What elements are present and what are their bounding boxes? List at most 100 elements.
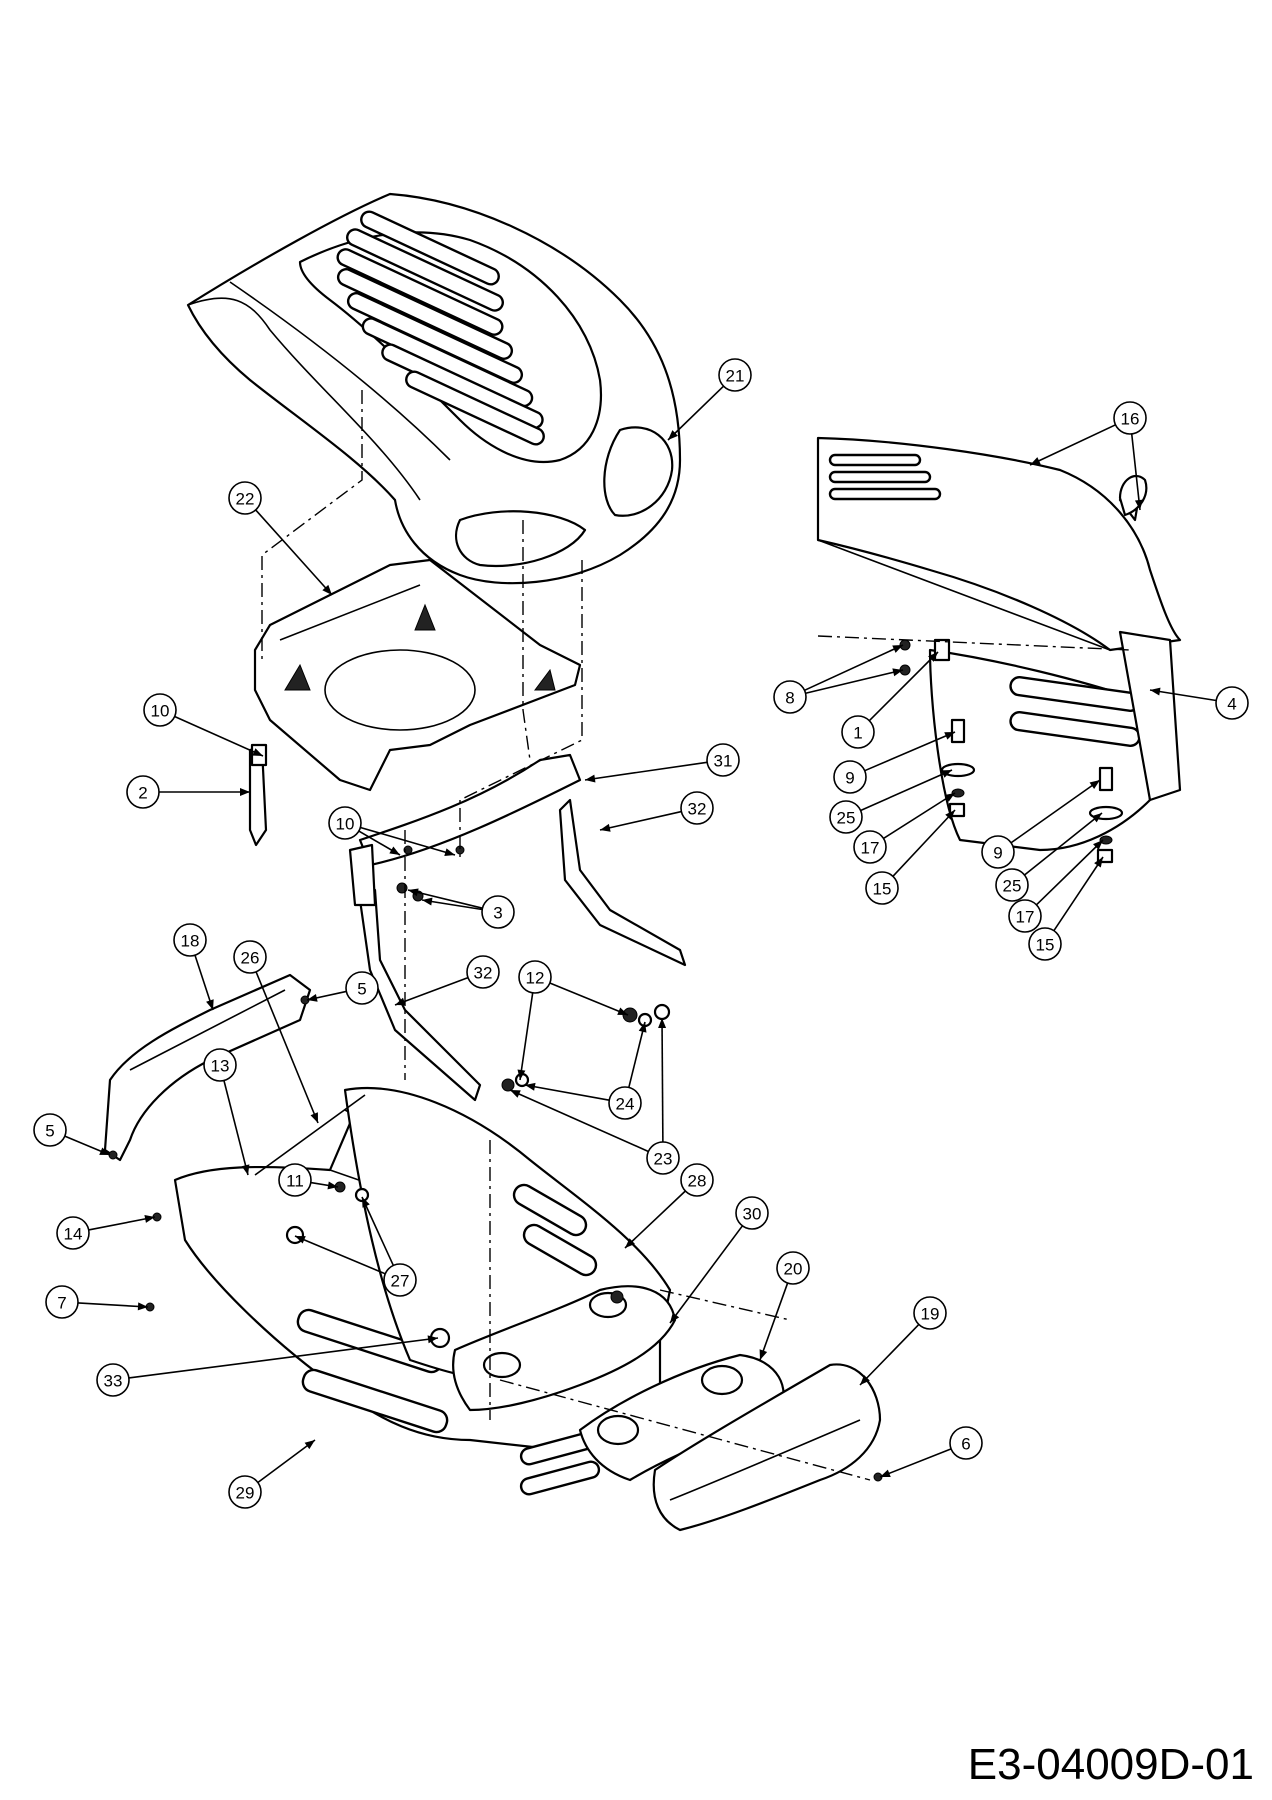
- callout-circle: [981, 835, 1015, 869]
- callout-c12: 12: [517, 960, 629, 1081]
- callout-label: 29: [236, 1484, 255, 1503]
- callout-arrowhead: [510, 1090, 521, 1098]
- callout-label: 9: [845, 769, 854, 788]
- shroud-part-22: [253, 558, 582, 792]
- callout-circle: [995, 868, 1029, 902]
- callout-circle: [56, 1216, 90, 1250]
- callout-circle: [45, 1285, 79, 1319]
- callout-circle: [518, 960, 552, 994]
- hood-part-21: [186, 192, 682, 585]
- callout-label: 7: [57, 1294, 66, 1313]
- callout-circle: [608, 1086, 642, 1120]
- callout-leader-line: [360, 826, 456, 856]
- callout-arrowhead: [670, 1312, 680, 1323]
- callout-c9a: 9: [833, 731, 956, 794]
- trim-part-20: [578, 1353, 785, 1482]
- callout-leader-line: [860, 769, 953, 812]
- callout-label: 20: [784, 1260, 803, 1279]
- callout-circle: [278, 1163, 312, 1197]
- callout-c25a: 25: [829, 769, 953, 834]
- callout-circle: [143, 693, 177, 727]
- callout-c20: 20: [759, 1251, 810, 1361]
- callout-arrowhead: [295, 1236, 306, 1244]
- callout-arrowhead: [1091, 813, 1102, 823]
- callout-arrowhead: [408, 888, 419, 897]
- callout-arrowhead: [617, 1007, 628, 1015]
- callout-circle: [706, 743, 740, 777]
- callout-c7: 7: [45, 1285, 149, 1319]
- callout-leader-line: [255, 971, 319, 1124]
- callout-c8: 8: [773, 644, 904, 714]
- callout-c5a: 5: [306, 971, 379, 1005]
- callout-leader-line: [88, 1216, 156, 1231]
- callout-arrowhead: [206, 999, 214, 1010]
- callout-c6: 6: [879, 1426, 983, 1478]
- callout-c17a: 17: [853, 792, 956, 864]
- callout-c24: 24: [524, 1021, 647, 1120]
- callout-circle: [913, 1296, 947, 1330]
- callout-arrowhead: [892, 645, 903, 653]
- callout-leader-line: [361, 1196, 395, 1266]
- bracket-part-2: [248, 743, 268, 847]
- callout-label: 16: [1121, 410, 1140, 429]
- callout-arrowhead: [1030, 457, 1041, 465]
- callout-leader-line: [128, 1337, 439, 1379]
- callout-leader-line: [223, 1080, 249, 1176]
- callout-arrowhead: [427, 1335, 438, 1344]
- callout-circle: [33, 1113, 67, 1147]
- callout-label: 24: [616, 1095, 635, 1114]
- callout-label: 10: [151, 702, 170, 721]
- callout-c26: 26: [233, 940, 319, 1124]
- callout-circle: [328, 806, 362, 840]
- callout-c11: 11: [278, 1163, 339, 1197]
- callout-label: 30: [743, 1205, 762, 1224]
- callout-arrowhead: [759, 1349, 768, 1360]
- callout-c14: 14: [56, 1214, 156, 1250]
- callout-label: 17: [861, 839, 880, 858]
- callout-leader-line: [174, 715, 264, 757]
- fasteners: [108, 845, 883, 1482]
- callout-arrowhead: [517, 1069, 526, 1080]
- callout-circle: [233, 940, 267, 974]
- callout-leader-line: [1010, 779, 1101, 844]
- callout-label: 28: [688, 1172, 707, 1191]
- callout-label: 22: [236, 490, 255, 509]
- callout-arrowhead: [880, 1469, 891, 1478]
- callout-circle: [865, 871, 899, 905]
- callout-arrowhead: [304, 1440, 315, 1450]
- support-bracket-part-32: [348, 798, 687, 1102]
- callout-leader-line: [599, 810, 682, 831]
- callout-label: 23: [654, 1150, 673, 1169]
- callout-leader-line: [883, 792, 956, 840]
- callout-c21a: 21: [667, 358, 752, 441]
- assembly-center-lines: [261, 390, 1131, 1481]
- callout-leader-line: [1029, 424, 1116, 466]
- callout-leader-line: [549, 982, 629, 1016]
- callout-arrowhead: [941, 770, 952, 778]
- callout-arrowhead: [327, 1181, 338, 1190]
- headlight-housing-part-30: [452, 1285, 677, 1412]
- callout-label: 21: [726, 367, 745, 386]
- callout-arrowhead: [422, 897, 433, 906]
- callout-arrowhead: [928, 652, 938, 662]
- bumper-part-19: [652, 1363, 882, 1532]
- callout-circle: [1028, 927, 1062, 961]
- callout-arrowhead: [600, 823, 611, 832]
- callout-c27: 27: [294, 1196, 417, 1297]
- callout-arrowhead: [860, 1375, 870, 1385]
- callout-label: 3: [493, 904, 502, 923]
- callout-label: 11: [286, 1172, 304, 1191]
- callout-leader-line: [669, 1225, 744, 1324]
- callout-arrowhead: [944, 793, 955, 802]
- callout-label: 14: [64, 1225, 83, 1244]
- callout-leader-line: [624, 1190, 686, 1249]
- callout-circle: [1215, 686, 1249, 720]
- callout-c18: 18: [173, 923, 214, 1011]
- callout-circle: [466, 955, 500, 989]
- callout-arrowhead: [395, 997, 406, 1006]
- callout-label: 1: [853, 724, 862, 743]
- callout-label: 12: [526, 969, 545, 988]
- callout-circle: [735, 1196, 769, 1230]
- callout-label: 25: [837, 809, 856, 828]
- callout-c19: 19: [859, 1296, 947, 1386]
